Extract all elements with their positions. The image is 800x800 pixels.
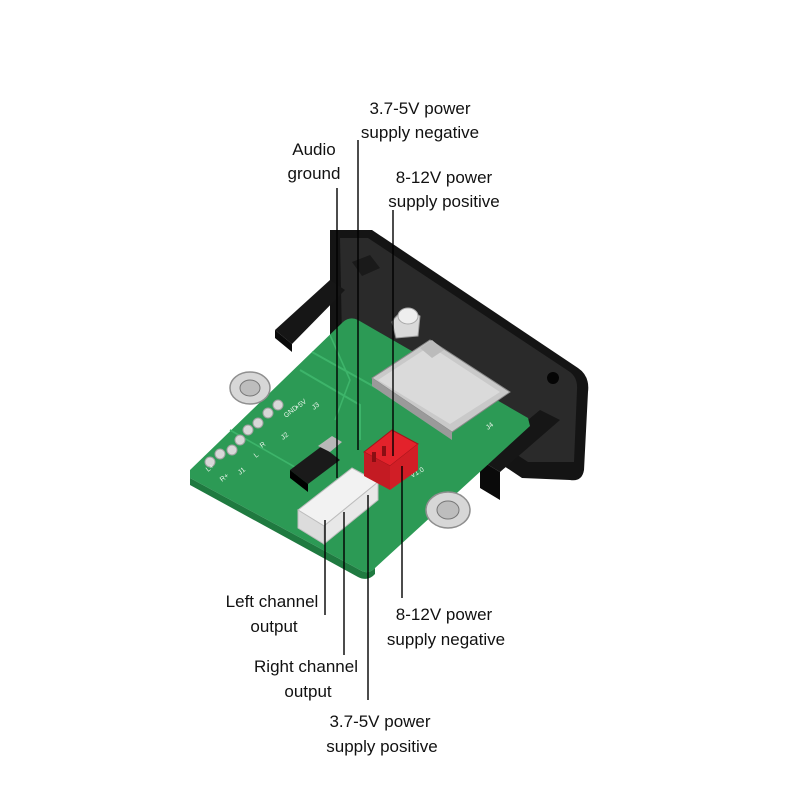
label-line-1: Audio <box>292 140 335 159</box>
silk-l-plus: L+ <box>205 463 216 473</box>
label-right-channel: Right channel output <box>254 657 358 701</box>
label-line-1: Left channel <box>226 592 319 611</box>
mounting-screw-right <box>425 491 471 529</box>
audio-output-connector <box>297 467 379 546</box>
silk-j3: J3 <box>311 401 321 411</box>
ir-receiver <box>391 307 421 339</box>
label-line-1: 8-12V power <box>396 168 493 187</box>
solder-pads <box>204 399 284 468</box>
label-line-1: Right channel <box>254 657 358 676</box>
label-line-2: output <box>284 682 332 701</box>
silk-j2: J2 <box>280 431 290 441</box>
label-supply-neg-37-5: 3.7-5V power supply negative <box>361 99 479 142</box>
label-line-2: supply negative <box>387 630 505 649</box>
label-supply-pos-8-12: 8-12V power supply positive <box>388 168 500 211</box>
bezel-hole <box>547 372 559 384</box>
label-line-1: 3.7-5V power <box>369 99 470 118</box>
silk-j4: J4 <box>485 421 495 431</box>
silk-j1: J1 <box>237 466 247 476</box>
power-regulator <box>290 436 342 492</box>
silk-r-plus: R+ <box>219 472 231 483</box>
mounting-screw-left <box>229 371 271 405</box>
label-audio-ground: Audio ground <box>288 140 341 183</box>
label-line-2: output <box>250 617 298 636</box>
sd-card-slot <box>371 339 511 440</box>
label-line-2: supply positive <box>326 737 438 756</box>
label-line-1: 8-12V power <box>396 605 493 624</box>
label-left-channel: Left channel output <box>226 592 319 636</box>
label-line-2: ground <box>288 164 341 183</box>
label-line-2: supply positive <box>388 192 500 211</box>
label-supply-neg-8-12: 8-12V power supply negative <box>387 605 505 649</box>
silk-r: R <box>259 441 267 450</box>
power-input-connector <box>363 429 419 490</box>
label-line-2: supply negative <box>361 123 479 142</box>
silk-l: L <box>253 452 260 460</box>
label-supply-pos-37-5: 3.7-5V power supply positive <box>326 712 438 756</box>
label-line-1: 3.7-5V power <box>329 712 430 731</box>
leader-lines <box>324 140 403 700</box>
ic-chip-top <box>352 255 380 276</box>
